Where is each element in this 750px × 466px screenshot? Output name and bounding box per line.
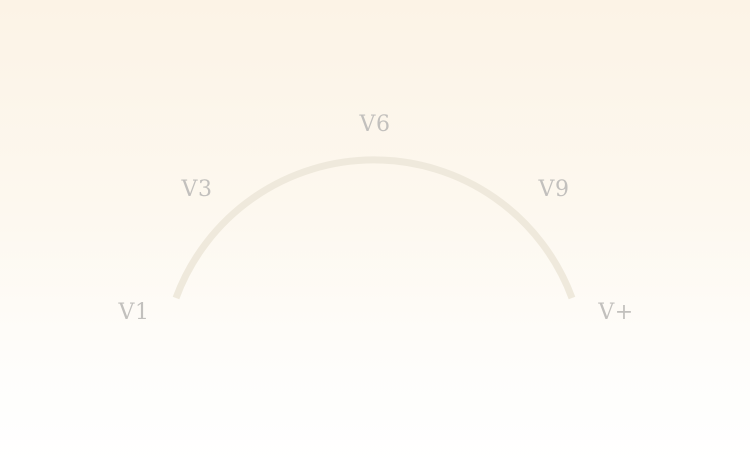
- arc-label-vplus: V+: [598, 300, 634, 325]
- arc-track: [172, 156, 576, 300]
- arc-label-v6: V6: [359, 112, 391, 137]
- arc-label-v1: V1: [118, 300, 150, 325]
- arc-label-v9: V9: [538, 177, 570, 202]
- arc-label-v3: V3: [181, 177, 213, 202]
